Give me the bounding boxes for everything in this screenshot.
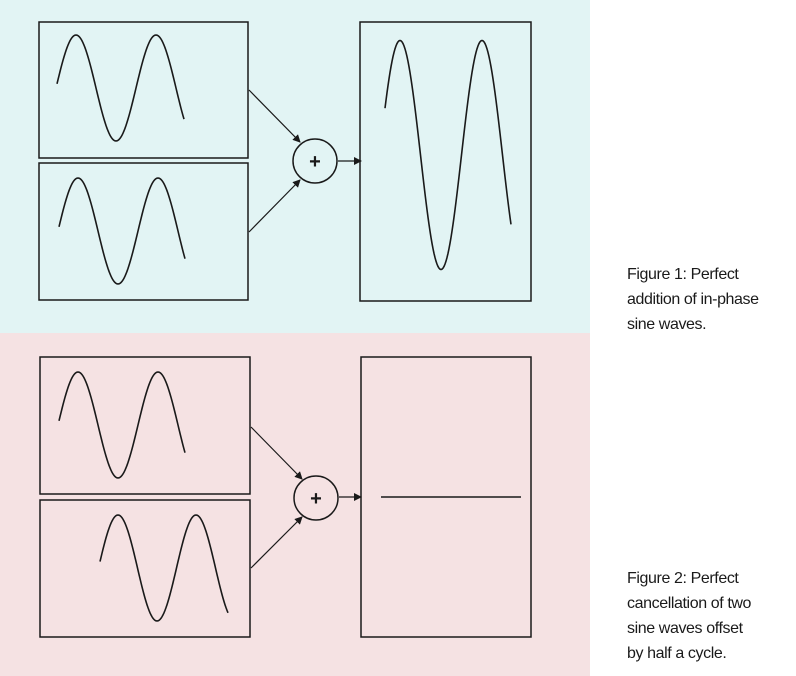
- figure2-input-wave-1: [58, 371, 186, 479]
- figure1-plus-sign: +: [309, 151, 321, 173]
- figure1-input-wave-2: [58, 177, 186, 285]
- figure1-caption: Figure 1: Perfect addition of in-phase s…: [627, 266, 759, 333]
- figure1-summing-junction: [292, 138, 338, 184]
- figure2-plus-sign: +: [310, 488, 322, 510]
- figure2-arrow-bottom: [250, 516, 303, 569]
- figure1-output-box: [359, 21, 532, 302]
- figure1-background: [0, 0, 590, 333]
- figure2-input-box-2: [39, 499, 251, 638]
- figure2-summing-junction: [293, 475, 339, 521]
- figure1-input-box-1: [38, 21, 249, 159]
- figure1-input-wave-1: [56, 34, 185, 142]
- figure1-input-box-2: [38, 162, 249, 301]
- figure2-input-box-1: [39, 356, 251, 495]
- figure1-arrow-top: [248, 89, 301, 143]
- figure2-arrow-top: [250, 426, 303, 480]
- figure2-output-box: [360, 356, 532, 638]
- figure2-input-wave-2: [99, 514, 229, 622]
- figure1: +: [38, 21, 532, 302]
- figure1-output-wave: [384, 39, 512, 271]
- figure2-caption: Figure 2: Perfect cancellation of two si…: [627, 570, 752, 662]
- figure2: +: [39, 356, 532, 638]
- figure1-arrow-bottom: [248, 179, 301, 233]
